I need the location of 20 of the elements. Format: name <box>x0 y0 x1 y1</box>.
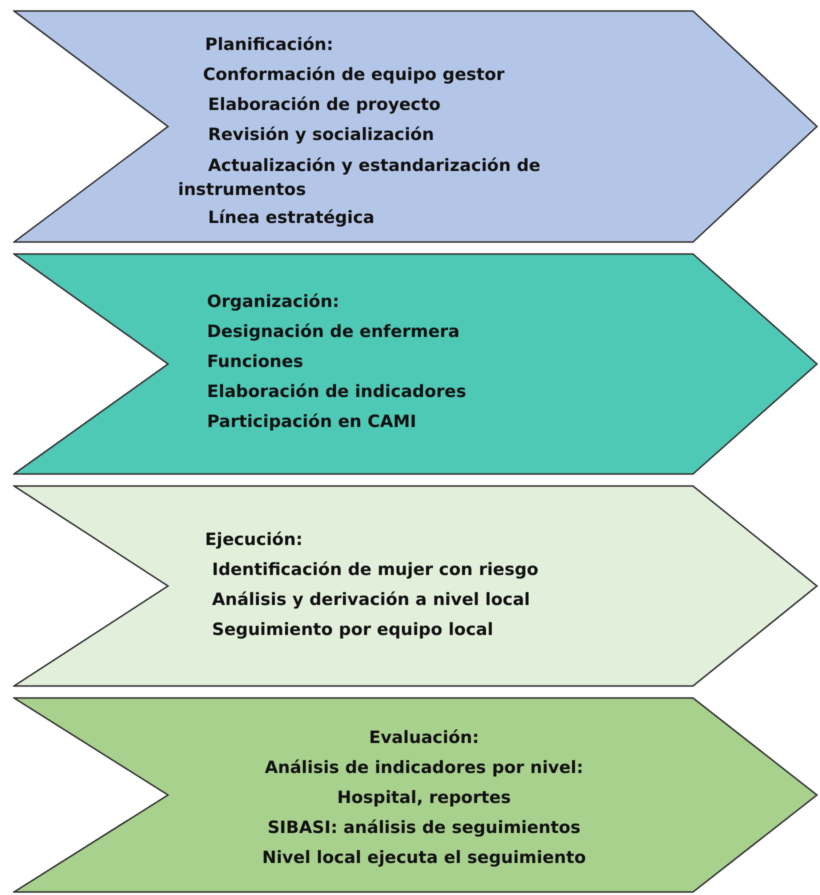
stage-heading: Ejecución: <box>205 529 303 551</box>
stage-item: Elaboración de indicadores <box>207 381 466 403</box>
stage-heading: Organización: <box>207 291 340 313</box>
stage-item: Análisis y derivación a nivel local <box>212 589 530 611</box>
stage-item: Análisis de indicadores por nivel: <box>264 757 584 779</box>
stage-heading: Evaluación: <box>368 727 480 749</box>
stage-item: Línea estratégica <box>208 207 375 229</box>
stage-item: Funciones <box>207 351 304 373</box>
stage-item: Actualización y estandarización de instrumentos <box>178 155 542 202</box>
stage-item: Elaboración de proyecto <box>208 94 441 116</box>
stage-item: Designación de enfermera <box>207 321 460 343</box>
stage-item: Identificación de mujer con riesgo <box>212 559 538 581</box>
stage-item: Participación en CAMI <box>207 411 416 433</box>
stage-heading: Planificación: <box>205 34 334 56</box>
stage-item: SIBASI: análisis de seguimientos <box>266 817 582 839</box>
stage-item: Hospital, reportes <box>336 787 512 809</box>
stage-item: Conformación de equipo gestor <box>203 64 505 86</box>
stage-item: Nivel local ejecuta el seguimiento <box>261 847 587 869</box>
stage-item: Seguimiento por equipo local <box>212 619 494 641</box>
stage-item: Revisión y socialización <box>208 124 434 146</box>
